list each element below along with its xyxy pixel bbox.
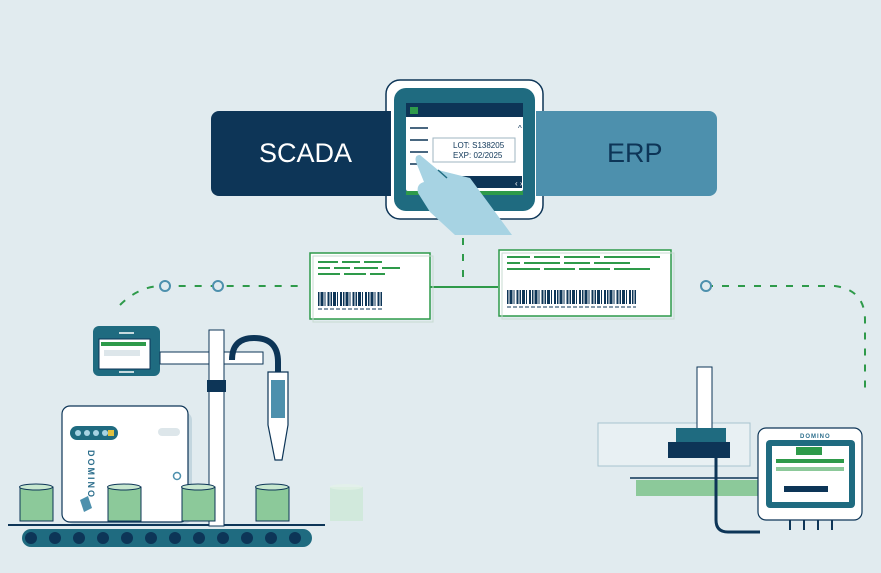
pointing-hand [415,155,512,235]
svg-text:‹ ›: ‹ › [515,179,523,188]
product-bottles [19,483,363,522]
svg-text:^: ^ [518,124,522,133]
conveyor-belt [8,524,325,547]
scada-label: SCADA [259,138,353,168]
print-head-stand [159,329,289,527]
shipping-label-right [498,249,675,320]
printer-control-panel [93,326,160,376]
inkjet-printer-cabinet [61,405,192,524]
hmi-lot-text: LOT: S138205 [453,141,505,150]
printer-brand-label: DOMINO [86,450,96,499]
shipping-label-left [309,252,434,323]
hmi-exp-text: EXP: 02/2025 [453,151,503,160]
label-printer-brand-label: DOMINO [800,434,831,440]
scada-system-box: SCADA [211,111,391,196]
connection-nodes [159,280,712,292]
connection-lines [119,238,866,395]
label-applicator [597,366,760,534]
erp-system-box: ERP [536,111,717,196]
erp-label: ERP [607,138,663,168]
label-printer-unit [757,427,863,530]
